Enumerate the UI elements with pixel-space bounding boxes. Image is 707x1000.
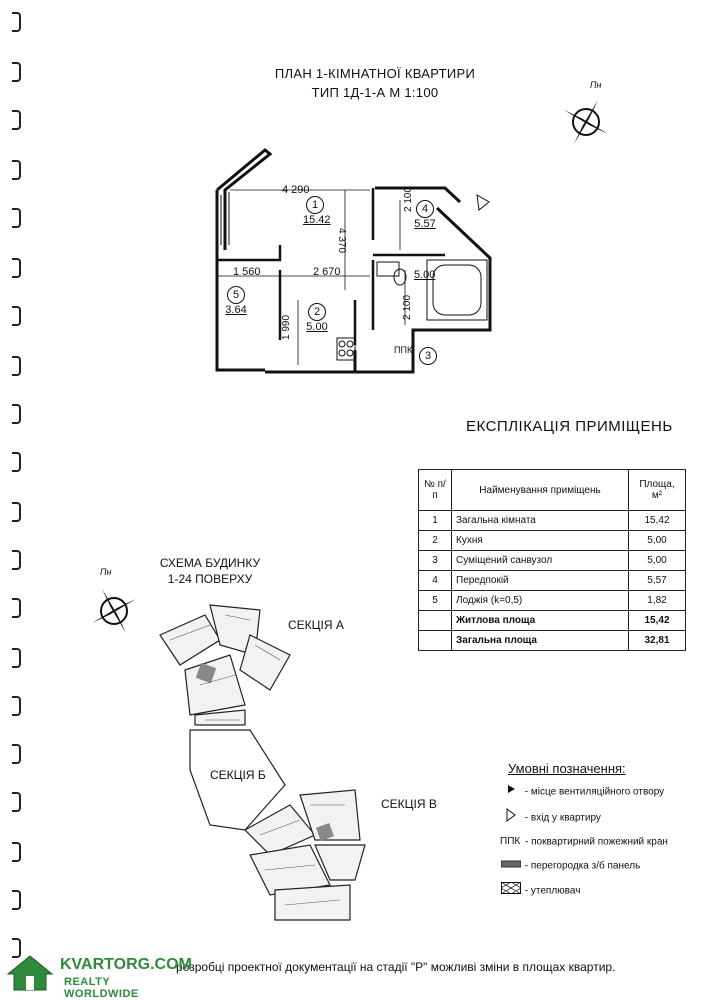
vent-triangle-icon	[500, 784, 522, 800]
explication-table: № п/п Найменування приміщень Площа, м² 1…	[418, 469, 686, 651]
room-marker-2: 2 5.00	[305, 303, 329, 333]
panel-hatch-icon	[500, 858, 522, 874]
dimension-label: 2 100	[402, 294, 413, 320]
ppk-marker: 3	[419, 347, 437, 365]
section-a-label: СЕКЦІЯ А	[288, 618, 344, 632]
dimension-label: 2 670	[313, 266, 341, 278]
dimension-label: 4 370	[336, 228, 347, 254]
compass-icon	[92, 589, 136, 633]
dimension-label: 4 290	[282, 184, 310, 196]
watermark-line2: REALTY WORLDWIDE	[64, 976, 139, 1000]
table-total-row: Загальна площа 32,81	[418, 630, 686, 651]
plan-title: ПЛАН 1-КІМНАТНОЇ КВАРТИРИ ТИП 1Д-1-А М 1…	[240, 66, 510, 100]
room-area-3: 5.00	[414, 269, 436, 281]
watermark-line1: KVARTORG.COM	[60, 956, 192, 973]
legend-item-panel: - перегородка з/б панель	[500, 858, 640, 874]
table-total-row: Житлова площа 15,42	[418, 610, 686, 631]
house-logo-icon	[6, 955, 54, 991]
dimension-label: 1 990	[281, 314, 292, 340]
header-area: Площа, м²	[628, 469, 686, 511]
room-marker-1: 1 15.42	[303, 196, 331, 226]
plan-title-line1: ПЛАН 1-КІМНАТНОЇ КВАРТИРИ	[274, 66, 476, 81]
north-compass-top: Пн	[556, 80, 616, 160]
north-label: Пн	[590, 80, 602, 90]
north-compass-bottom: Пн	[84, 567, 144, 647]
table-row: 1 Загальна кімната 15,42	[418, 510, 686, 531]
ppk-label: ППК	[394, 345, 413, 355]
table-row: 5 Лоджія (k=0,5) 1,82	[418, 590, 686, 611]
watermark: KVARTORG.COM REALTY WORLDWIDE	[6, 952, 192, 1000]
room-marker-4: 4 5.57	[413, 200, 437, 230]
dimension-label: 1 560	[233, 266, 261, 278]
header-name: Найменування приміщень	[451, 469, 629, 511]
explication-title: ЕКСПЛІКАЦІЯ ПРИМІЩЕНЬ	[466, 418, 673, 435]
entrance-arrow-icon	[476, 194, 490, 211]
legend-item-ppk: ППК - поквартирний пожежний кран	[500, 836, 668, 848]
insulation-hatch-icon	[500, 881, 522, 900]
apartment-floor-plan	[215, 148, 492, 374]
building-scheme	[159, 604, 366, 921]
compass-icon	[564, 100, 608, 144]
table-row: 3 Суміщений санвузол 5,00	[418, 550, 686, 571]
legend-title: Умовні позначення:	[508, 761, 626, 776]
section-b-label: СЕКЦІЯ Б	[210, 768, 266, 782]
header-num: № п/п	[418, 469, 452, 511]
legend-item-insulation: - утеплювач	[500, 881, 580, 900]
table-row: 4 Передпокій 5,57	[418, 570, 686, 591]
legend-item-vent: - місце вентиляційного отвору	[500, 784, 664, 800]
section-v-label: СЕКЦІЯ В	[381, 797, 437, 811]
footer-note: розробці проектної документації на стаді…	[176, 960, 616, 974]
scheme-title: СХЕМА БУДИНКУ 1-24 ПОВЕРХУ	[159, 556, 261, 586]
entrance-arrow-icon	[500, 808, 522, 828]
room-marker-5: 5 3.64	[224, 286, 248, 316]
table-row: 2 Кухня 5,00	[418, 530, 686, 551]
plan-title-line2: ТИП 1Д-1-А М 1:100	[311, 85, 439, 100]
legend-item-entrance: - вхід у квартиру	[500, 808, 601, 824]
table-header-row: № п/п Найменування приміщень Площа, м²	[418, 469, 686, 511]
